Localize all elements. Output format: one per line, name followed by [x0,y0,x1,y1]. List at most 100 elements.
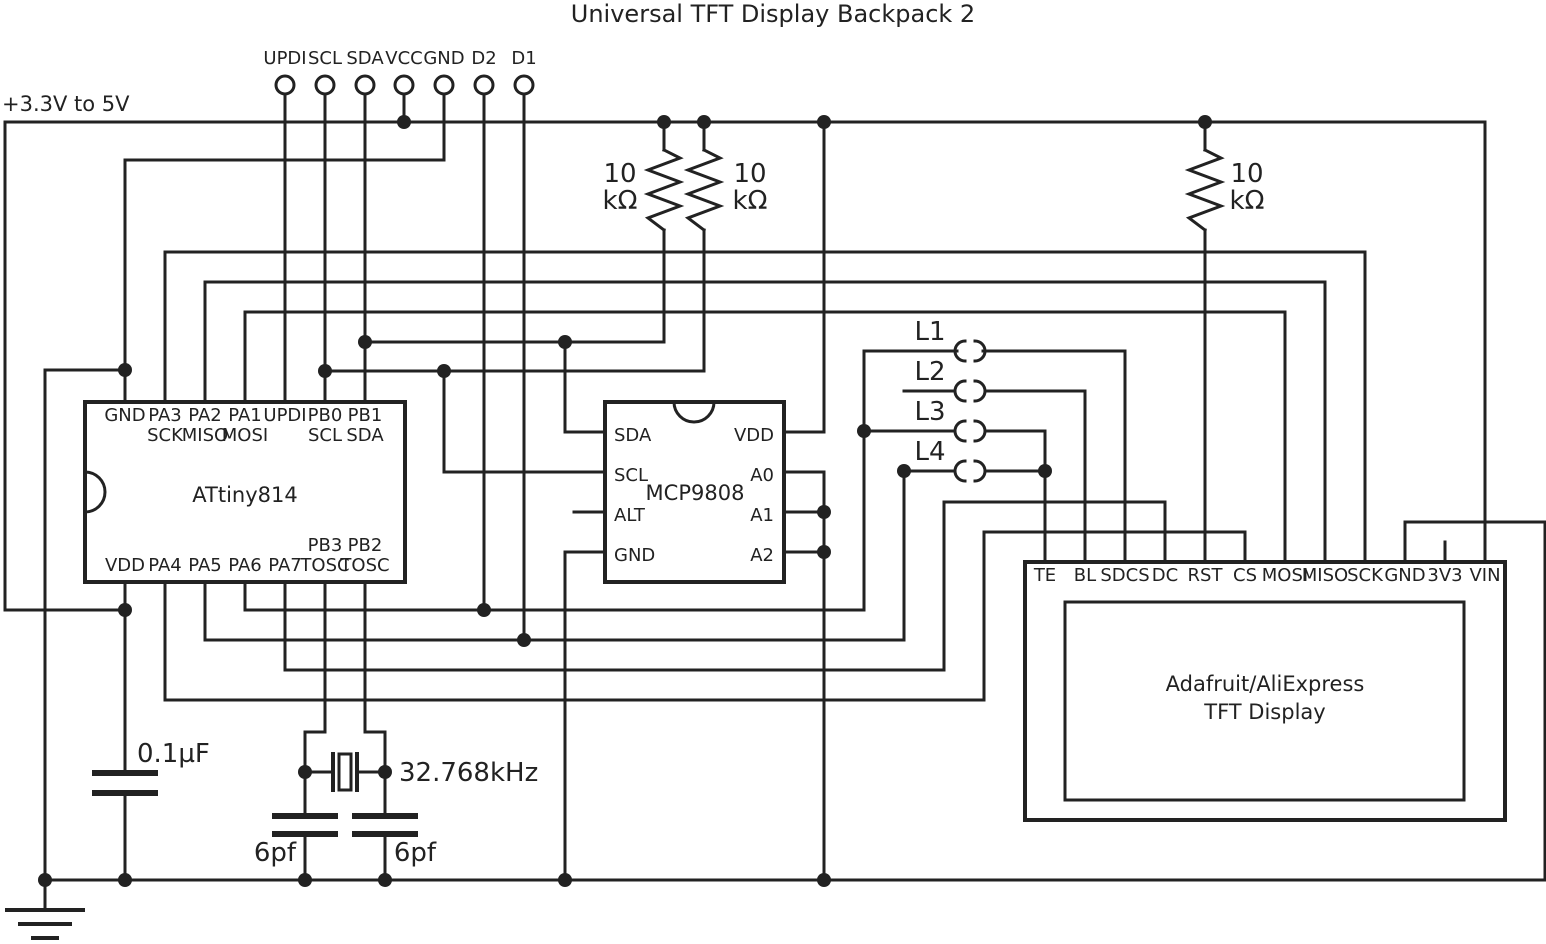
wires [3,82,1546,912]
mcp-notch [672,400,716,424]
attiny-pin-pa2: PA2 [188,405,221,426]
mcp-sda-wire [563,340,607,434]
header-pin-sda [354,74,376,96]
decoupling-cap-plate-top [92,770,158,776]
header-pin-scl [314,74,336,96]
header-pin-updi [274,74,296,96]
tft-screen [1063,600,1466,802]
attiny-pin-tosc1: TOSC [299,555,349,576]
header-pin-d1 [513,74,535,96]
mcp-pin-gnd: GND [614,545,655,566]
r2-value: 10 [733,159,766,189]
tft-pin-dc: DC [1152,565,1178,586]
header-label-d1: D1 [511,48,536,69]
cs-wire [163,530,1247,702]
tft-pin-sck: SCK [1347,565,1384,586]
attiny-notch [83,470,107,514]
attiny814-chip: ATtiny814 GND PA3 PA2 PA1 UPDI PB0 PB1 S… [83,400,407,584]
supply-rail-wire [3,120,1487,612]
link-label-l2: L2 [914,357,945,387]
attiny-pin-pa5: PA5 [188,555,221,576]
r2-unit: kΩ [733,186,768,216]
attiny-pin-pa6: PA6 [228,555,261,576]
header-pin-d2 [473,74,495,96]
attiny-pin-pa7: PA7 [268,555,301,576]
mcp-scl-wire [442,369,607,474]
attiny-pin-sck: SCK [147,425,184,446]
tft-display-module: Adafruit/AliExpress TFT Display TE BL SD… [1023,560,1507,822]
load-cap2-plate-top [352,813,418,819]
mcp-vdd-wire [782,120,826,434]
mcp-gnd-wire [563,550,607,882]
load-cap1-value: 6pf [254,838,297,868]
mcp-pin-a0: A0 [750,465,774,486]
attiny-pin-updi: UPDI [263,405,306,426]
crystal-body [337,752,353,792]
r3-unit: kΩ [1230,186,1265,216]
attiny-pin-pb1: PB1 [348,405,383,426]
attiny-name: ATtiny814 [192,483,297,507]
scl-pullup-wire [323,228,706,373]
attiny-pin-tosc2: TOSC [339,555,389,576]
resistor-r1 [643,147,685,233]
mcp-pin-vdd: VDD [734,425,774,446]
load-cap2-plate-bottom [352,831,418,837]
mcp-body [603,400,786,584]
header-pin-vcc [393,74,415,96]
solder-links: L1 L2 L3 L4 [914,317,987,483]
sda-pullup-wire [363,228,666,344]
mcp-addr-gnd-wire [782,470,826,882]
tft-pin-sdcs: SDCS [1100,565,1149,586]
header-label-d2: D2 [471,48,496,69]
attiny-pin-pb2: PB2 [348,535,383,556]
load-cap1-plate-top [272,813,338,819]
attiny-pin-pa1: PA1 [228,405,261,426]
header-label-vcc: VCC [385,48,422,69]
sck-wire [163,250,1367,564]
link-label-l4: L4 [914,437,945,467]
l2-right-wire [983,389,1087,564]
header-label-sda: SDA [346,48,384,69]
mcp-pin-sda: SDA [614,425,652,446]
decoupling-cap-plate-bottom [92,790,158,796]
tft-pin-vin: VIN [1469,565,1500,586]
link-l3 [953,419,987,443]
l3-right-wire [983,429,1047,564]
r1-value: 10 [603,159,636,189]
link-l2 [953,379,987,403]
junction-dots [38,115,1212,887]
tft-pin-mosi: MOSI [1262,565,1308,586]
gnd-left-wire [43,368,127,882]
l4-left-wire [902,469,957,642]
link-label-l3: L3 [914,397,945,427]
dc-wire [283,500,1167,672]
attiny-pin-scl: SCL [308,425,342,446]
tft-pin-gnd: GND [1384,565,1425,586]
mcp-name: MCP9808 [646,481,745,505]
tft-pin-cs: CS [1233,565,1257,586]
mcp-pin-a2: A2 [750,545,774,566]
mcp9808-chip: MCP9808 SDA SCL ALT GND VDD A0 A1 A2 [603,400,786,584]
header-pins: UPDI SCL SDA VCC GND D2 D1 [263,48,537,96]
mcp-pin-alt: ALT [614,505,646,526]
resistor-r2 [683,147,725,233]
attiny-pin-sda: SDA [346,425,384,446]
link-l1 [953,339,987,363]
tft-gnd-wire [1403,520,1546,882]
tft-pin-rst: RST [1188,565,1224,586]
header-label-gnd: GND [423,48,464,69]
tft-pin-3v3: 3V3 [1427,565,1462,586]
tft-pin-te: TE [1033,565,1056,586]
header-label-scl: SCL [308,48,342,69]
schematic-title: Universal TFT Display Backpack 2 [571,0,975,28]
l1-left-wire [862,349,957,612]
mosi-wire [243,310,1287,564]
resistors: 10 kΩ 10 kΩ 10 kΩ [603,147,1265,233]
l1-right-wire [983,349,1127,564]
attiny-pin-pb3: PB3 [308,535,343,556]
attiny-pin-vdd: VDD [105,555,145,576]
r1-unit: kΩ [603,186,638,216]
link-label-l1: L1 [914,317,945,347]
tft-label-line1: Adafruit/AliExpress [1166,672,1365,696]
